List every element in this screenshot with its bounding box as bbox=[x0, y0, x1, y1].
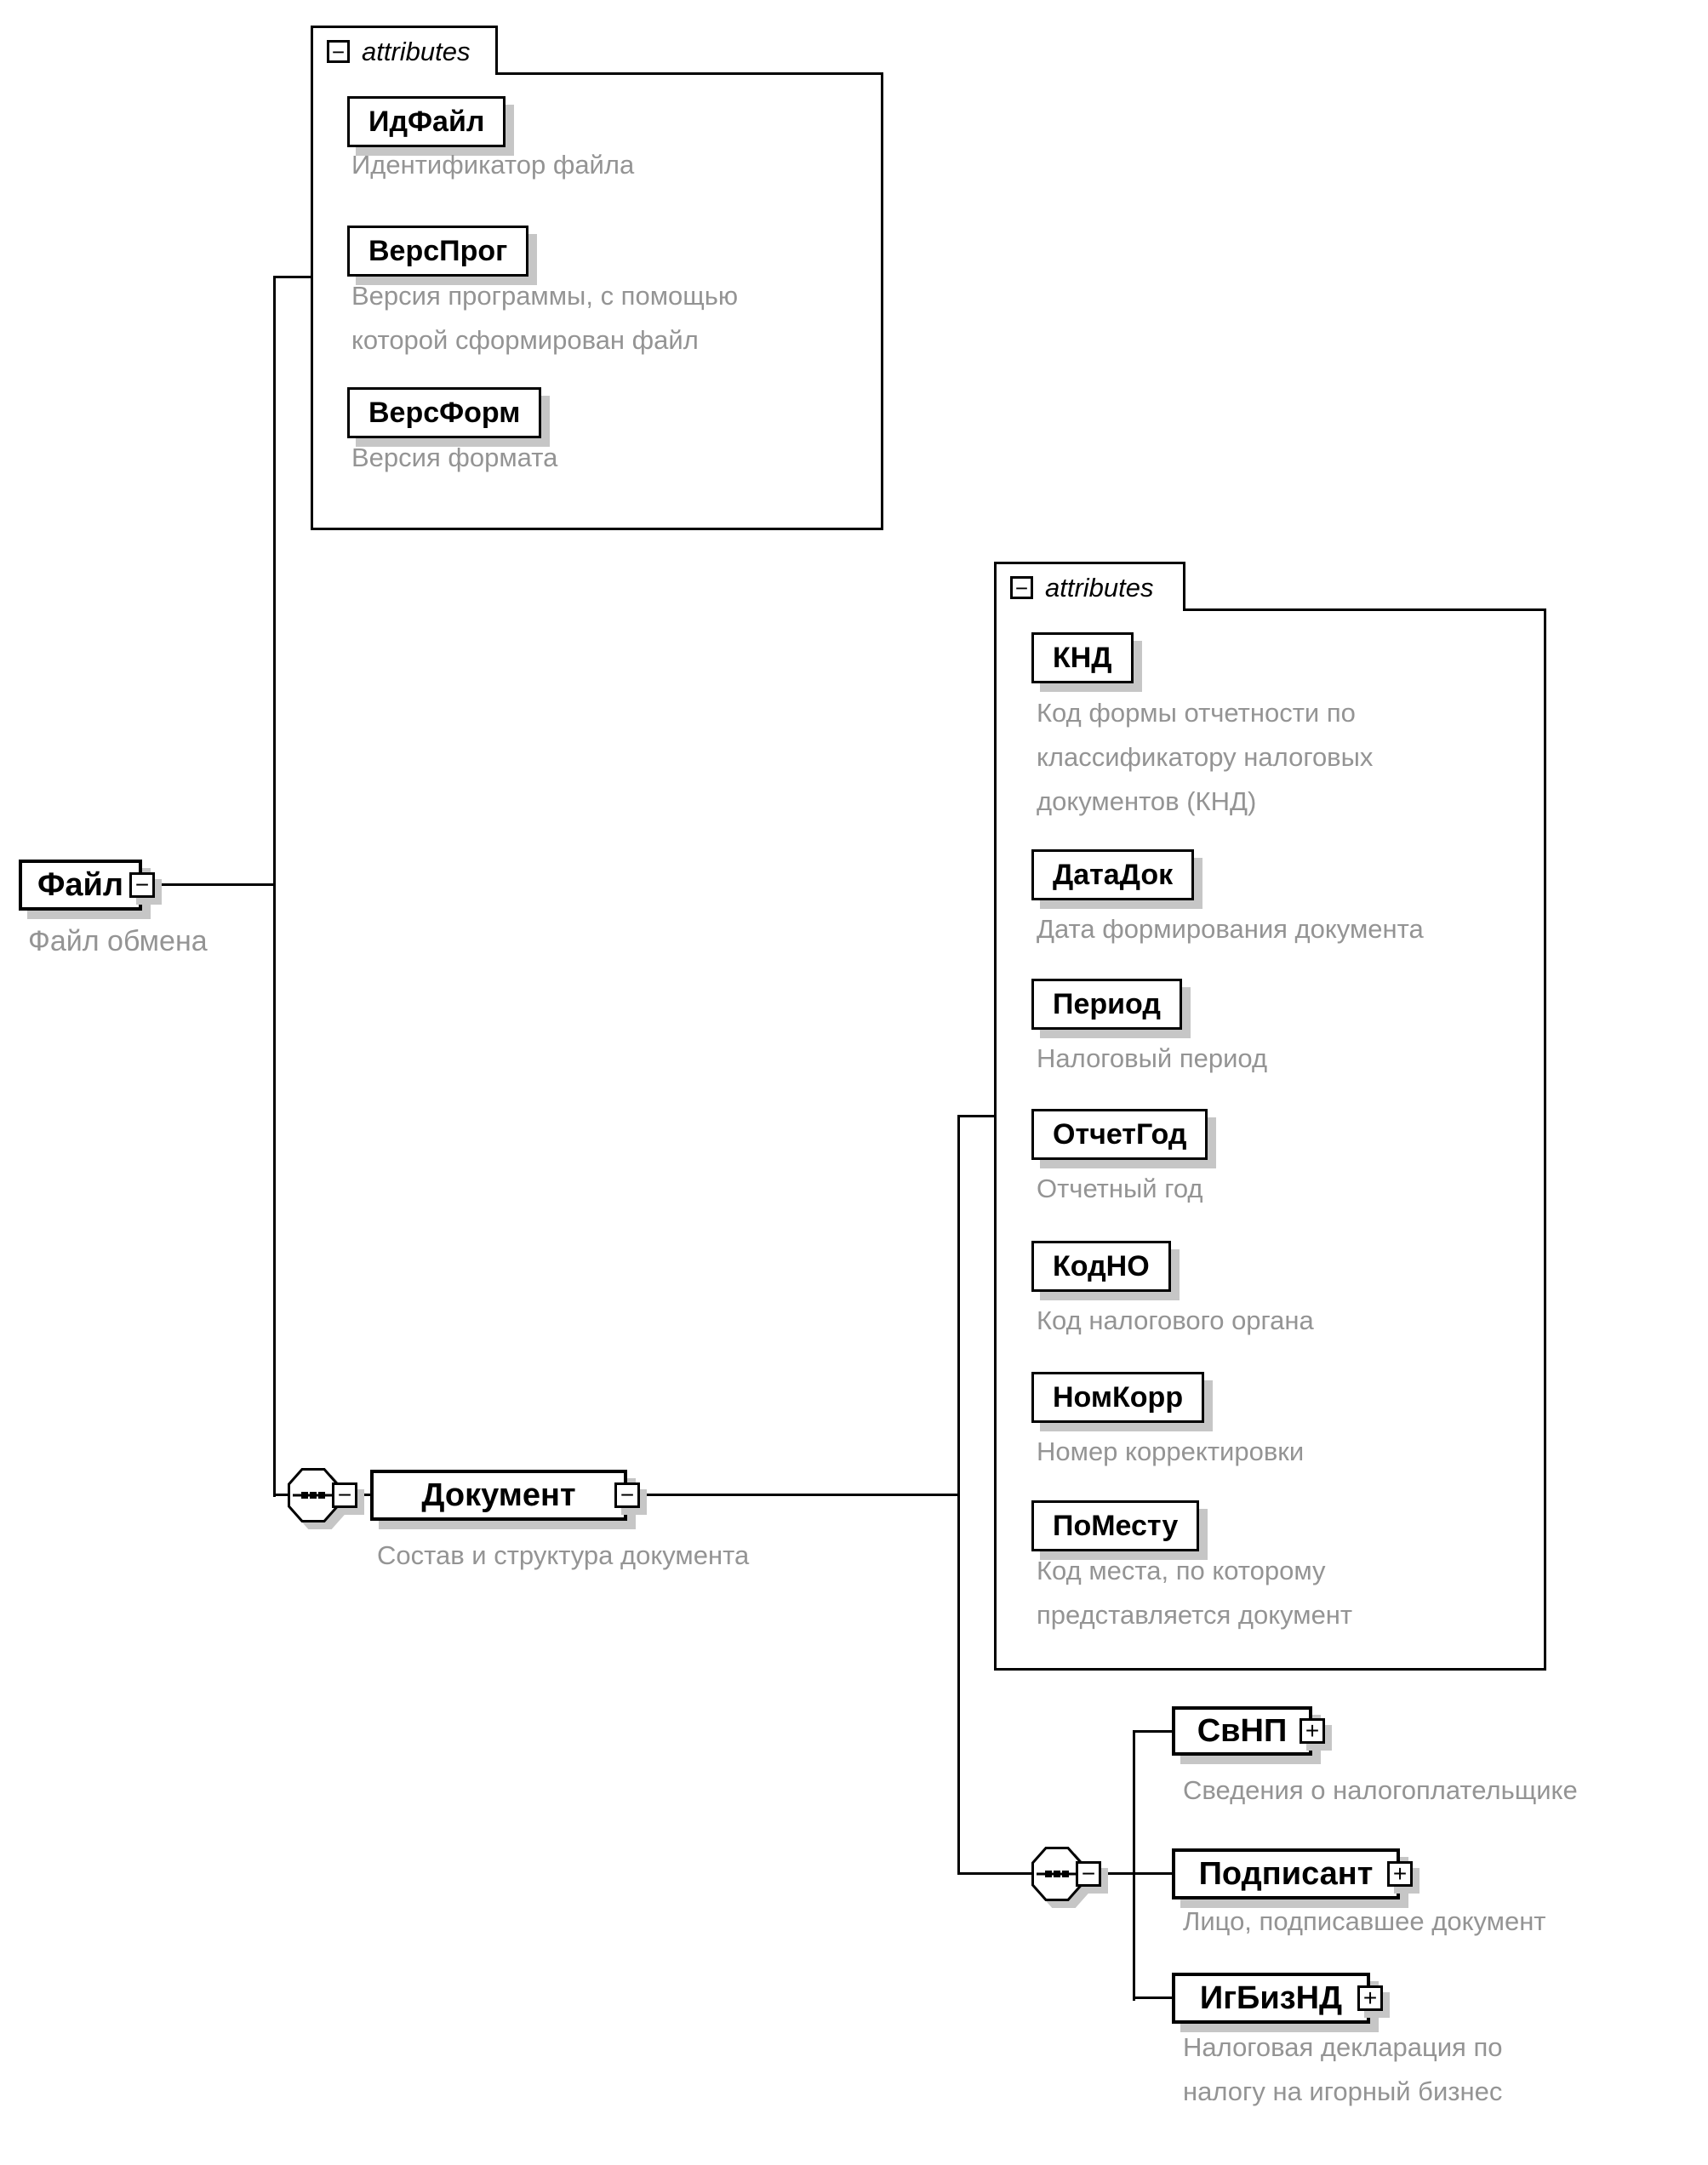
sequence-compositor[interactable] bbox=[1031, 1847, 1082, 1905]
sequence-icon bbox=[288, 1468, 339, 1522]
annotation-text: Номер корректировки bbox=[1037, 1437, 1305, 1466]
connector-line bbox=[638, 1494, 960, 1496]
attr-period[interactable]: Период bbox=[1031, 979, 1182, 1030]
expand-button[interactable]: + bbox=[1357, 1985, 1383, 2011]
attr-versprog[interactable]: ВерсПрог bbox=[347, 226, 529, 277]
annotation-text: Код формы отчетности по классификатору н… bbox=[1037, 698, 1374, 816]
element-name: Файл bbox=[37, 866, 124, 903]
annotation-text: Версия программы, с помощью которой сфор… bbox=[351, 281, 739, 355]
attr-nomkorr[interactable]: НомКорр bbox=[1031, 1372, 1205, 1423]
attributes-panel-file bbox=[311, 72, 883, 530]
plus-icon: + bbox=[1305, 1717, 1320, 1744]
attr-name: ВерсПрог bbox=[368, 234, 508, 267]
attributes-panel-file-tab: − attributes bbox=[311, 26, 498, 75]
annotation-text: Лицо, подписавшее документ bbox=[1183, 1906, 1546, 1936]
collapse-button[interactable]: − bbox=[1076, 1861, 1101, 1887]
attr-name: ИдФайл bbox=[368, 105, 485, 138]
connector-line bbox=[957, 1115, 997, 1117]
attr-name: НомКорр bbox=[1053, 1380, 1184, 1414]
annotation-text: Налоговый период bbox=[1037, 1043, 1268, 1073]
minus-icon: − bbox=[331, 38, 346, 65]
attr-idfile[interactable]: ИдФайл bbox=[347, 96, 506, 147]
element-document[interactable]: Документ bbox=[370, 1470, 627, 1521]
element-file[interactable]: Файл bbox=[19, 860, 142, 911]
attr-name: ДатаДок bbox=[1053, 858, 1174, 891]
plus-icon: + bbox=[1362, 1985, 1378, 2011]
connector-trunk bbox=[957, 1115, 960, 1875]
annotation-text: Код места, по которому представляется до… bbox=[1037, 1556, 1353, 1630]
element-name: СвНП bbox=[1197, 1712, 1288, 1749]
attr-name: ПоМесту bbox=[1053, 1509, 1179, 1542]
connector-trunk bbox=[1133, 1730, 1135, 2001]
minus-icon: − bbox=[337, 1482, 352, 1508]
element-name: Документ bbox=[421, 1477, 576, 1513]
collapse-button[interactable]: − bbox=[332, 1482, 357, 1508]
annotation-text: Отчетный год bbox=[1037, 1174, 1203, 1203]
element-podpisant[interactable]: Подписант bbox=[1172, 1848, 1400, 1899]
annotation-text: Налоговая декларация по налогу на игорны… bbox=[1183, 2032, 1503, 2106]
attributes-panel-label: attributes bbox=[1045, 572, 1154, 603]
attr-kodno[interactable]: КодНО bbox=[1031, 1241, 1171, 1292]
connector-line bbox=[273, 276, 313, 278]
annotation-text: Файл обмена bbox=[28, 925, 208, 957]
sequence-icon bbox=[1031, 1847, 1082, 1901]
annotation-text: Код налогового органа bbox=[1037, 1305, 1314, 1335]
annotation-text: Идентификатор файла bbox=[351, 150, 635, 180]
minus-icon: − bbox=[620, 1482, 635, 1508]
element-name: ИгБизНД bbox=[1199, 1979, 1343, 2016]
connector-line bbox=[153, 883, 275, 886]
attr-name: Период bbox=[1053, 987, 1161, 1020]
attributes-panel-label: attributes bbox=[362, 36, 471, 66]
element-name: Подписант bbox=[1198, 1855, 1374, 1892]
annotation-text: Состав и структура документа bbox=[377, 1540, 750, 1570]
plus-icon: + bbox=[1392, 1860, 1408, 1887]
sequence-compositor[interactable] bbox=[288, 1468, 339, 1527]
connector-trunk bbox=[273, 276, 276, 1497]
expand-button[interactable]: + bbox=[1387, 1861, 1413, 1887]
annotation-text: Дата формирования документа bbox=[1037, 914, 1424, 944]
attr-datadok[interactable]: ДатаДок bbox=[1031, 849, 1195, 900]
attr-name: КНД bbox=[1053, 641, 1112, 674]
attr-versform[interactable]: ВерсФорм bbox=[347, 387, 542, 438]
attr-name: ВерсФорм bbox=[368, 396, 521, 429]
element-svnp[interactable]: СвНП bbox=[1172, 1706, 1312, 1756]
connector-line bbox=[1133, 1730, 1174, 1733]
attr-name: КодНО bbox=[1053, 1249, 1150, 1282]
attr-pomestu[interactable]: ПоМесту bbox=[1031, 1500, 1200, 1551]
collapse-button[interactable]: − bbox=[129, 872, 155, 898]
attr-otchetgod[interactable]: ОтчетГод bbox=[1031, 1109, 1208, 1160]
connector-line bbox=[957, 1872, 1034, 1875]
minus-icon: − bbox=[1014, 574, 1029, 601]
expand-button[interactable]: + bbox=[1300, 1718, 1325, 1744]
collapse-attributes-button[interactable]: − bbox=[1010, 576, 1033, 599]
connector-line bbox=[273, 1494, 292, 1496]
attr-name: ОтчетГод bbox=[1053, 1117, 1187, 1151]
attributes-panel-document-tab: − attributes bbox=[994, 562, 1185, 611]
annotation-text: Сведения о налогоплательщике bbox=[1183, 1775, 1578, 1805]
attr-knd[interactable]: КНД bbox=[1031, 632, 1134, 683]
minus-icon: − bbox=[134, 871, 150, 898]
connector-line bbox=[1101, 1872, 1174, 1875]
connector-line bbox=[1133, 1996, 1174, 1999]
collapse-button[interactable]: − bbox=[614, 1482, 640, 1508]
minus-icon: − bbox=[1081, 1860, 1096, 1887]
collapse-attributes-button[interactable]: − bbox=[327, 40, 350, 63]
annotation-text: Версия формата bbox=[351, 443, 558, 472]
connector-line bbox=[356, 1494, 373, 1496]
element-igbiznd[interactable]: ИгБизНД bbox=[1172, 1973, 1370, 2024]
